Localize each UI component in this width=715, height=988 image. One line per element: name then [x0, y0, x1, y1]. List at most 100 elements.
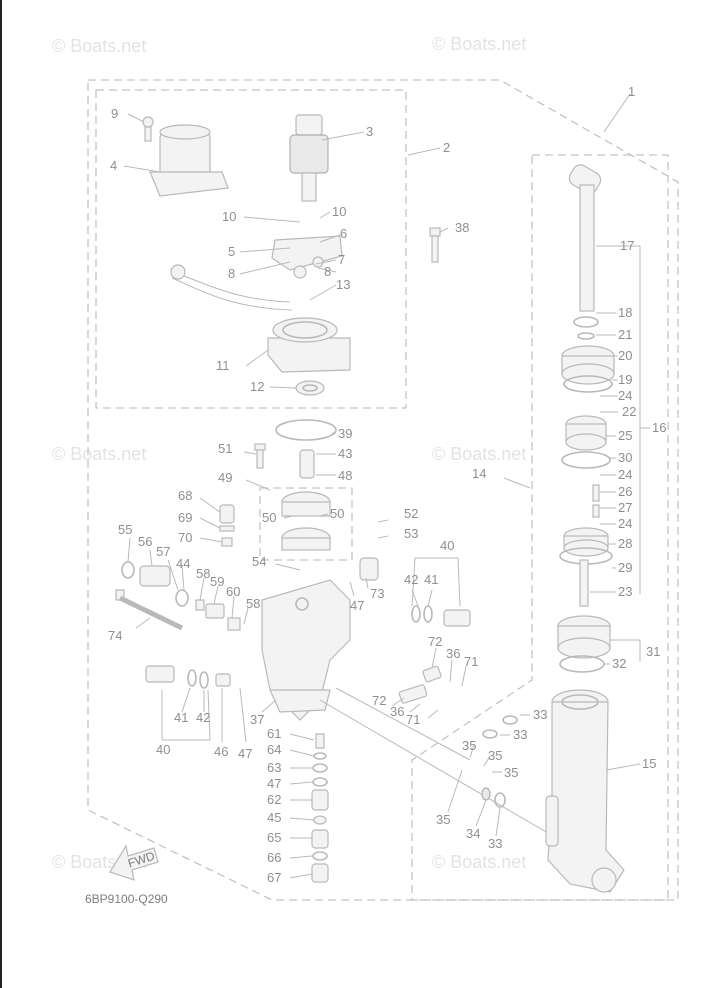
callout-42: 42 [196, 710, 210, 725]
callout-26: 26 [618, 484, 632, 499]
ring-69-part [219, 525, 235, 532]
callout-62: 62 [267, 792, 281, 807]
o-ring-41b-part [187, 669, 197, 687]
callout-50: 50 [262, 510, 276, 525]
callout-41: 41 [174, 710, 188, 725]
callout-71: 71 [464, 654, 478, 669]
callout-8: 8 [324, 264, 331, 279]
bolt-51-part [254, 443, 266, 469]
callout-72: 72 [372, 693, 386, 708]
cylinder-cap-20-part [561, 345, 615, 385]
part-65 [311, 829, 329, 849]
callout-51: 51 [218, 441, 232, 456]
spring-68-part [219, 504, 235, 524]
callout-36: 36 [446, 646, 460, 661]
callout-58: 58 [196, 566, 210, 581]
callout-4: 4 [110, 158, 117, 173]
armature-part [289, 114, 329, 202]
callout-7: 7 [338, 252, 345, 267]
motor-base-part [267, 317, 351, 373]
watermark: © Boats.net [432, 34, 526, 54]
callout-74: 74 [108, 628, 122, 643]
part-61 [315, 733, 325, 749]
callout-55: 55 [118, 522, 132, 537]
callout-33: 33 [488, 836, 502, 851]
bolt-23-part [579, 559, 589, 607]
o-ring-44-part [175, 589, 189, 607]
spring-59-part [205, 603, 225, 619]
bolt-38-part [429, 227, 441, 263]
ball-58-part [195, 599, 205, 611]
callout-33: 33 [513, 727, 527, 742]
callout-35: 35 [462, 738, 476, 753]
callout-1: 1 [628, 84, 635, 99]
o-ring-42b-part [199, 671, 209, 689]
callout-9: 9 [111, 106, 118, 121]
callout-36: 36 [390, 704, 404, 719]
part-66 [312, 851, 328, 861]
callout-8: 8 [228, 266, 235, 281]
motor-yoke-part [149, 124, 229, 197]
callout-50: 50 [330, 506, 344, 521]
valve-56-part [139, 565, 171, 587]
cylinder-cap-31-part [557, 615, 611, 659]
callout-10: 10 [222, 209, 236, 224]
callout-19: 19 [618, 372, 632, 387]
callout-68: 68 [178, 488, 192, 503]
callout-35: 35 [488, 748, 502, 763]
callout-37: 37 [250, 712, 264, 727]
callout-64: 64 [267, 742, 281, 757]
callout-30: 30 [618, 450, 632, 465]
part-45 [313, 815, 327, 825]
callout-45: 45 [267, 810, 281, 825]
part-47c [312, 777, 328, 787]
cylinder-group-outline [411, 154, 669, 901]
callout-6: 6 [340, 226, 347, 241]
callout-12: 12 [250, 379, 264, 394]
o-ring-33b-part [482, 729, 498, 739]
callout-57: 57 [156, 544, 170, 559]
callout-22: 22 [622, 404, 636, 419]
callout-56: 56 [138, 534, 152, 549]
part-67 [311, 863, 329, 883]
cylinder-15-part [545, 689, 625, 893]
callout-28: 28 [618, 536, 632, 551]
o-ring-33a-part [502, 715, 518, 725]
callout-53: 53 [404, 526, 418, 541]
o-ring-55-part [121, 561, 135, 579]
pump-gear-50-part [281, 491, 331, 551]
callout-60: 60 [226, 584, 240, 599]
spring-27-part [592, 504, 600, 518]
callout-5: 5 [228, 244, 235, 259]
callout-27: 27 [618, 500, 632, 515]
callout-3: 3 [366, 124, 373, 139]
spool-40-left-part [145, 665, 175, 683]
callout-71: 71 [406, 712, 420, 727]
callout-15: 15 [642, 756, 656, 771]
watermark: © Boats.net [52, 36, 146, 56]
o-ring-33c-part [494, 792, 506, 808]
callout-59: 59 [210, 574, 224, 589]
callout-44: 44 [176, 556, 190, 571]
callout-39: 39 [338, 426, 352, 441]
o-ring-42-part [411, 605, 421, 623]
callout-65: 65 [267, 830, 281, 845]
callout-58: 58 [246, 596, 260, 611]
callout-38: 38 [455, 220, 469, 235]
callout-48: 48 [338, 468, 352, 483]
o-ring-39-part [275, 419, 337, 441]
callout-18: 18 [618, 305, 632, 320]
callout-40: 40 [156, 742, 170, 757]
callout-23: 23 [618, 584, 632, 599]
diagram-code: 6BP9100-Q290 [85, 892, 168, 906]
oil-seal-12-part [295, 380, 325, 396]
callout-10: 10 [332, 204, 346, 219]
callout-34: 34 [466, 826, 480, 841]
callout-69: 69 [178, 510, 192, 525]
spring-72b-part [422, 665, 442, 683]
callout-2: 2 [443, 140, 450, 155]
callout-42: 42 [404, 572, 418, 587]
filter-73-part [359, 557, 379, 581]
callout-11: 11 [216, 358, 230, 373]
